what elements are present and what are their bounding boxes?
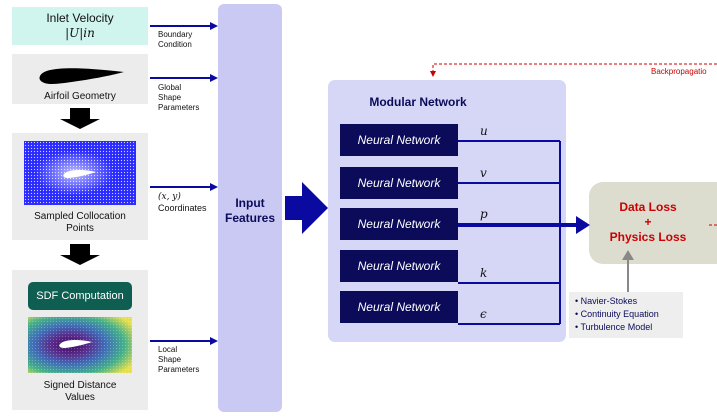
modular-network-title: Modular Network (369, 95, 467, 109)
collocation-mesh-image (24, 141, 136, 205)
neural-network-epsilon: Neural Network (340, 291, 458, 323)
collocation-caption-1: Sampled Collocation (34, 211, 126, 222)
inlet-velocity-title: Inlet Velocity (46, 11, 114, 25)
sdf-computation-box: SDF Computation (28, 282, 132, 310)
inlet-velocity-box: Inlet Velocity |U|in (12, 7, 148, 45)
physics-item-navier-stokes: • Navier-Stokes (575, 296, 638, 306)
neural-network-u: Neural Network (340, 124, 458, 156)
inlet-velocity-formula: |U|in (65, 26, 95, 40)
coordinates-math: (x, y) (158, 192, 181, 202)
label-coordinates: (x, y) Coordinates (158, 192, 207, 213)
block-arrow-to-network (285, 182, 328, 234)
physics-constraints-box: • Navier-Stokes • Continuity Equation • … (569, 292, 683, 338)
output-v: v (480, 166, 487, 180)
airfoil-geometry-caption: Airfoil Geometry (44, 91, 116, 102)
sdf-panel: SDF Computation Signed Distance Values (12, 270, 148, 410)
sdf-caption-2: Values (65, 392, 95, 403)
physics-item-continuity: • Continuity Equation (575, 309, 659, 319)
output-epsilon: ϵ (480, 307, 487, 321)
output-u: u (480, 124, 488, 138)
down-arrow-2 (60, 244, 100, 265)
airfoil-shape (39, 68, 124, 84)
neural-network-p: Neural Network (340, 208, 458, 240)
output-collector (458, 140, 561, 325)
input-features-label: Input Features (224, 196, 276, 225)
output-p: p (480, 207, 488, 221)
loss-box: Data Loss + Physics Loss (589, 182, 717, 264)
input-features-box: Input Features (218, 4, 282, 412)
backprop-label: Backpropagatio (651, 67, 707, 76)
airfoil-geometry-panel: Airfoil Geometry (12, 54, 148, 104)
physics-item-turbulence: • Turbulence Model (575, 322, 653, 332)
sdf-field-image (28, 317, 132, 373)
neural-network-v: Neural Network (340, 167, 458, 199)
down-arrow-1 (60, 108, 100, 129)
neural-network-k: Neural Network (340, 250, 458, 282)
output-k: k (480, 266, 488, 280)
sdf-caption-1: Signed Distance (43, 380, 117, 391)
collocation-panel: Sampled Collocation Points (12, 133, 148, 240)
collocation-caption-2: Points (66, 223, 94, 234)
loss-text: Data Loss + Physics Loss (609, 200, 687, 244)
